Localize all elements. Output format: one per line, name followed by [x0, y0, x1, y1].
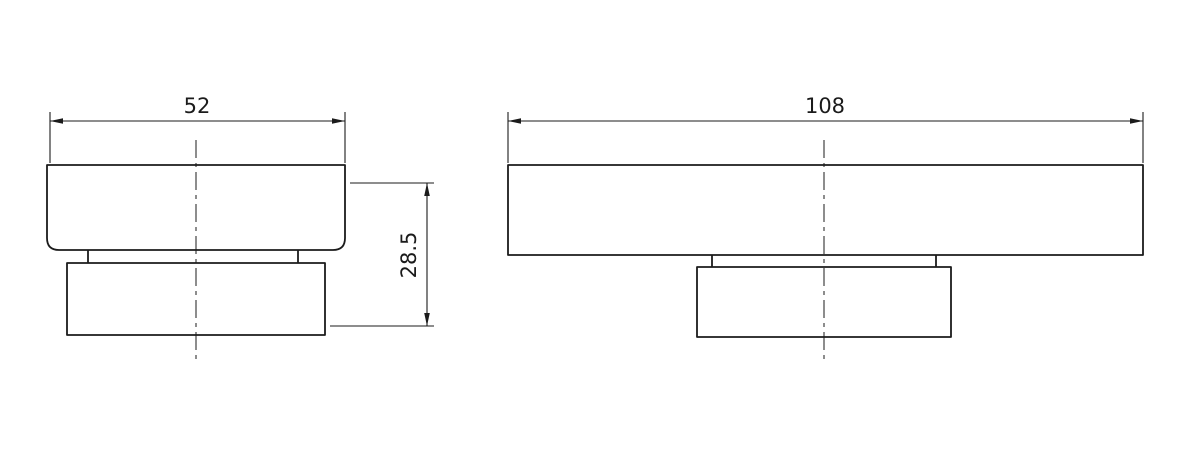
left-height-dimension: 28.5 [330, 182, 434, 327]
dimension-label: 52 [184, 94, 211, 118]
right-width-dimension: 108 [507, 94, 1144, 163]
right-view-upper-body [507, 164, 1144, 256]
arrowhead-left-icon [508, 118, 521, 124]
arrowhead-up-icon [424, 183, 430, 196]
right-view: 108 [507, 94, 1144, 363]
arrowhead-right-icon [332, 118, 345, 124]
arrowhead-left-icon [50, 118, 63, 124]
left-view-upper-body [46, 164, 346, 251]
left-view: 52 28.5 [46, 94, 434, 362]
arrowhead-right-icon [1130, 118, 1143, 124]
right-view-neck [711, 255, 937, 267]
left-width-dimension: 52 [49, 94, 346, 163]
dimension-label: 28.5 [397, 232, 421, 279]
left-view-neck [87, 250, 299, 263]
arrowhead-down-icon [424, 313, 430, 326]
dimension-label: 108 [805, 94, 845, 118]
